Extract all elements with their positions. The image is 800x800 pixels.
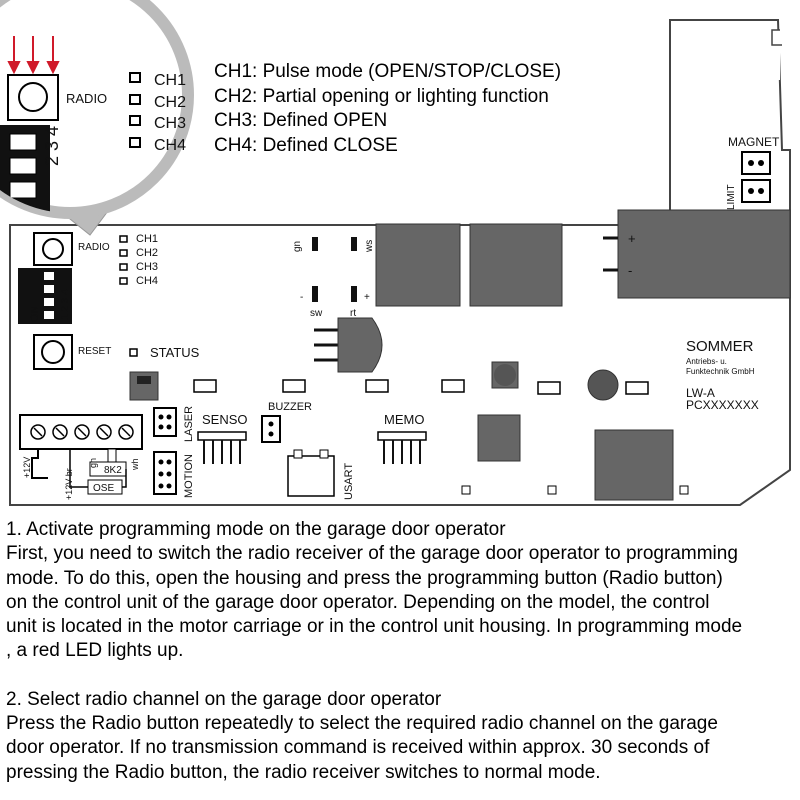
- channel-legend: CH1: Pulse mode (OPEN/STOP/CLOSE) CH2: P…: [214, 60, 561, 158]
- instructions: 1. Activate programming mode on the gara…: [6, 518, 798, 785]
- chip-large: [594, 429, 674, 501]
- zoom-ch2: CH2: [154, 94, 186, 111]
- ch3-label: CH3: [136, 261, 158, 273]
- inductor: [587, 369, 619, 401]
- laser-label: LASER: [183, 406, 195, 442]
- dip-on-label: ON: [29, 305, 41, 322]
- legend-ch3: CH3: Defined OPEN: [214, 110, 388, 131]
- model-label: LW-A: [686, 386, 715, 400]
- usart-connector: [287, 455, 335, 497]
- maker-sub1: Antriebs- u.: [686, 357, 727, 366]
- limit-connector: [741, 179, 771, 203]
- res-label: 8K2: [104, 465, 122, 476]
- memo-label: MEMO: [384, 412, 424, 427]
- maker-label: SOMMER: [686, 338, 754, 355]
- limit-label: LIMIT: [726, 184, 737, 210]
- ch2-label: CH2: [136, 247, 158, 259]
- ch4-label: CH4: [136, 275, 158, 287]
- buzzer-label: BUZZER: [268, 401, 312, 413]
- v12-label: +12V: [22, 457, 32, 478]
- step2-line: door operator. If no transmission comman…: [6, 737, 710, 759]
- dip-switch: ON 1 2 3 4: [18, 268, 72, 324]
- minus-sw-label: -: [300, 292, 303, 303]
- control-board-diagram: 2 3 4 RADIO CH1 CH2 CH3 CH4 RADIO CH1 CH…: [0, 0, 791, 506]
- ch1-label: CH1: [136, 233, 158, 245]
- relay-1: [375, 223, 461, 307]
- legend-ch1: CH1: Pulse mode (OPEN/STOP/CLOSE): [214, 61, 562, 82]
- voltage-regulator: [314, 317, 383, 373]
- motor-connector: + -: [603, 209, 791, 299]
- step1-line: on the control unit of the garage door o…: [6, 591, 710, 613]
- magnet-label: MAGNET: [728, 135, 780, 149]
- legend-ch4: CH4: Defined CLOSE: [214, 134, 398, 156]
- zoom-radio-label: RADIO: [66, 91, 107, 106]
- memo-header: [377, 431, 427, 464]
- plus-rt-label: +: [364, 292, 370, 303]
- step1-line: , a red LED lights up.: [6, 640, 184, 662]
- radio-label: RADIO: [78, 242, 110, 253]
- ws-label: ws: [364, 240, 375, 253]
- senso-label: SENSO: [202, 412, 248, 427]
- motion-connector: [153, 451, 177, 495]
- chip-small: [477, 414, 521, 462]
- step1-line: unit is located in the motor carriage or…: [6, 616, 743, 638]
- step1-line: First, you need to switch the radio rece…: [6, 543, 738, 565]
- gn-small-label: gn: [88, 458, 98, 468]
- zoom-magnifier: 2 3 4 RADIO CH1 CH2 CH3 CH4: [0, 0, 194, 219]
- laser-connector: [153, 407, 177, 437]
- arrow-icon: [7, 36, 60, 75]
- senso-header: [197, 431, 247, 464]
- sw-label: sw: [310, 308, 323, 319]
- status-label: STATUS: [150, 345, 200, 360]
- relay-2: [469, 223, 563, 307]
- zoom-ch4: CH4: [154, 137, 186, 154]
- step2-line: Press the Radio button repeatedly to sel…: [6, 713, 718, 735]
- maker-sub2: Funktechnik GmbH: [686, 367, 755, 376]
- legend-ch2: CH2: Partial opening or lighting functio…: [214, 85, 549, 107]
- usart-label: USART: [343, 463, 355, 500]
- reset-label: RESET: [78, 346, 111, 357]
- motor-minus-label: -: [628, 263, 632, 278]
- step2-title: 2. Select radio channel on the garage do…: [6, 688, 442, 710]
- rt-label: rt: [350, 308, 356, 319]
- ose-label: OSE: [93, 483, 114, 494]
- motion-label: MOTION: [183, 454, 195, 498]
- motor-plus-label: +: [628, 231, 636, 246]
- dip-numbers: 1 2 3 4: [60, 289, 71, 320]
- v12br-label: +12V br: [64, 468, 74, 500]
- zoom-dip-numbers: 2 3 4: [42, 126, 62, 166]
- serial-label: PCXXXXXXX: [686, 398, 759, 412]
- step1-line: mode. To do this, open the housing and p…: [6, 567, 723, 589]
- magnet-connector: [741, 151, 771, 175]
- step2-line: pressing the Radio button, the radio rec…: [6, 761, 601, 783]
- buzzer-connector: [261, 415, 281, 443]
- step1-title: 1. Activate programming mode on the gara…: [6, 519, 506, 540]
- wh-label: wh: [130, 458, 140, 471]
- terminal-block: +12V +12V br gn wh 8K2 OSE: [19, 414, 143, 500]
- zoom-ch3: CH3: [154, 115, 186, 132]
- gn-label: gn: [292, 241, 303, 252]
- zoom-ch1: CH1: [154, 72, 186, 89]
